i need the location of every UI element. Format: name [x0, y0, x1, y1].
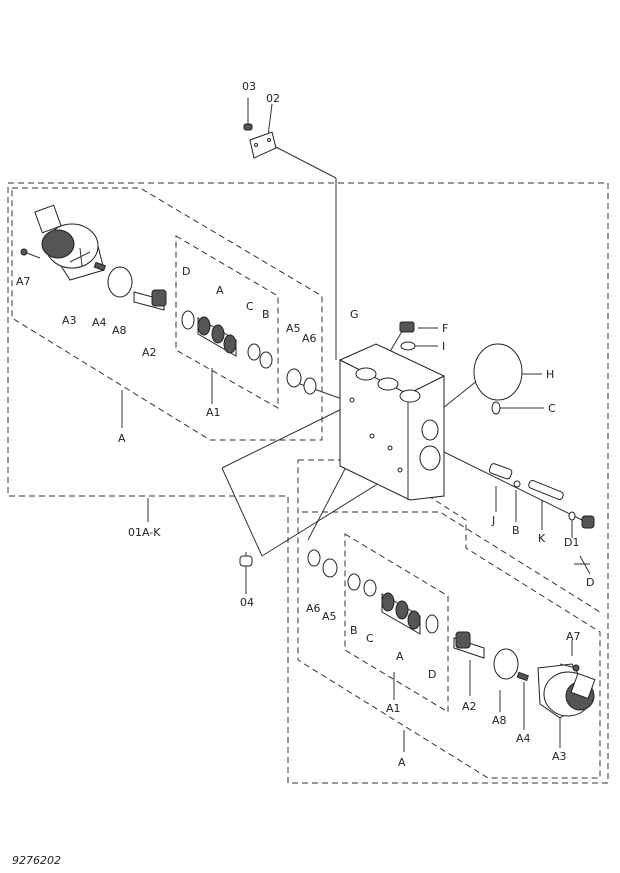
label-c-right: C — [548, 402, 556, 415]
plate-02-part — [249, 131, 277, 159]
label-upper-a2: A2 — [142, 346, 157, 359]
label-lower-a6: A6 — [306, 602, 321, 615]
label-b-right: B — [512, 524, 520, 537]
label-lower-b: B — [350, 624, 358, 637]
upper-oring-a8-part — [107, 266, 133, 298]
label-upper-group-a: A — [118, 432, 126, 445]
lower-sub-boundary — [302, 511, 601, 613]
label-upper-a5: A5 — [286, 322, 301, 335]
label-lower-group-a: A — [398, 756, 406, 769]
ball-b-right-part — [513, 480, 521, 488]
label-lower-a: A — [396, 650, 404, 663]
label-lower-a1: A1 — [386, 702, 401, 715]
outer-boundary-01a-k — [7, 182, 609, 784]
label-lower-a5: A5 — [322, 610, 337, 623]
oring-c-right-part — [491, 401, 501, 415]
lower-group-a1-boundary — [344, 533, 449, 713]
ring-d1-part — [568, 511, 576, 521]
sleeve-j-part — [488, 463, 513, 480]
label-upper-c: C — [246, 300, 254, 313]
rod-k-part — [528, 479, 564, 501]
label-f: F — [442, 322, 448, 335]
label-d-right: D — [586, 576, 594, 589]
lower-spool-a-part — [381, 592, 421, 635]
label-k: K — [538, 532, 546, 545]
label-02: 02 — [266, 92, 280, 105]
label-lower-d: D — [428, 668, 436, 681]
lower-ring-b-part — [347, 573, 361, 591]
figure-number: 9276202 — [12, 854, 61, 867]
upper-bolt-a7-part — [20, 248, 41, 259]
label-lower-a8: A8 — [492, 714, 507, 727]
label-lower-a2: A2 — [462, 700, 477, 713]
lower-oring-a8-part — [493, 648, 519, 680]
lower-ring-c-part — [363, 579, 377, 597]
upper-pin-a4-part — [93, 261, 107, 272]
upper-group-a-boundary — [11, 187, 323, 441]
lower-solenoid-a3-part — [537, 663, 596, 719]
upper-ring-b-part — [259, 351, 273, 369]
label-lower-a4: A4 — [516, 732, 531, 745]
label-i: I — [442, 340, 445, 353]
upper-a5-part — [286, 368, 302, 388]
label-upper-a1: A1 — [206, 406, 221, 419]
label-01a-k: 01A-K — [128, 526, 161, 539]
lower-pin-a4-part — [516, 671, 530, 682]
label-upper-a: A — [216, 284, 224, 297]
label-upper-a8: A8 — [112, 324, 127, 337]
upper-ring-c-part — [247, 343, 261, 361]
valve-body-part — [338, 343, 446, 501]
label-lower-a7: A7 — [566, 630, 581, 643]
label-upper-a4: A4 — [92, 316, 107, 329]
label-j: J — [491, 514, 495, 527]
lower-a5-part — [322, 558, 338, 578]
upper-group-a1-boundary — [175, 235, 279, 409]
lower-a6-part — [307, 549, 321, 567]
lower-bolt-a7-part — [559, 663, 580, 672]
label-upper-a6: A6 — [302, 332, 317, 345]
label-upper-a3: A3 — [62, 314, 77, 327]
plug-d-part — [581, 515, 595, 529]
plate-h-part — [473, 343, 523, 401]
label-h: H — [546, 368, 554, 381]
upper-shaft-a2-part — [133, 289, 167, 311]
label-d1: D1 — [564, 536, 579, 549]
lower-shaft-a2-part — [453, 631, 485, 659]
pin-04-part — [239, 555, 253, 567]
lower-group-a-boundary — [297, 459, 601, 779]
screw-03-part — [243, 123, 253, 131]
label-g: G — [350, 308, 359, 321]
upper-a6-part — [303, 377, 317, 395]
upper-solenoid-a3-part — [34, 204, 105, 281]
lower-oring-d-part — [425, 614, 439, 634]
washer-i-part — [400, 341, 416, 351]
label-upper-d: D — [182, 265, 190, 278]
upper-spool-a-part — [197, 316, 237, 357]
label-03: 03 — [242, 80, 256, 93]
label-upper-a7: A7 — [16, 275, 31, 288]
label-04: 04 — [240, 596, 254, 609]
label-upper-b: B — [262, 308, 270, 321]
upper-oring-d-part — [181, 310, 195, 330]
label-lower-a3: A3 — [552, 750, 567, 763]
plug-f-part — [399, 321, 415, 333]
label-lower-c: C — [366, 632, 374, 645]
